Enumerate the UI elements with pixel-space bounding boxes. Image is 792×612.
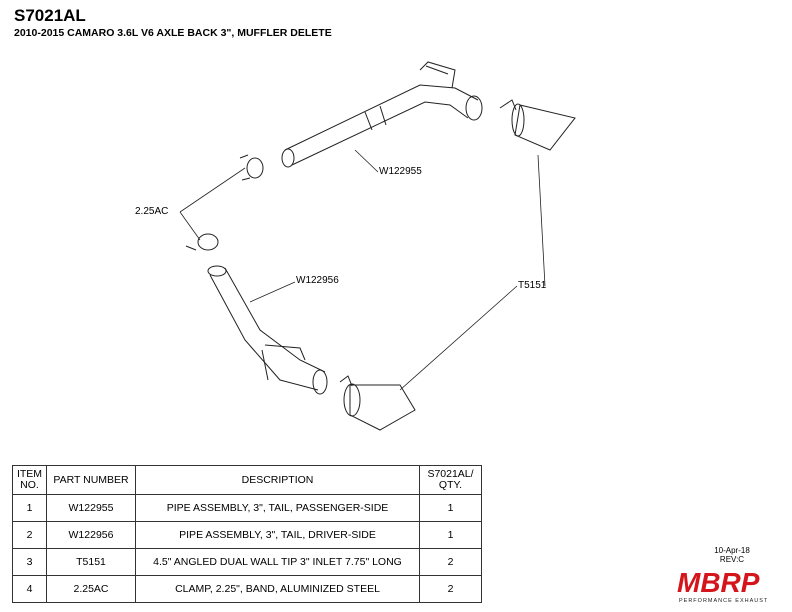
- cell-item: 2: [12, 521, 47, 549]
- cell-part: W122955: [46, 494, 136, 522]
- callout-driver-pipe: W122956: [296, 275, 339, 286]
- driver-pipe-assembly: [207, 265, 328, 395]
- cell-desc: CLAMP, 2.25", BAND, ALUMINIZED STEEL: [135, 575, 420, 603]
- cell-qty: 1: [419, 521, 482, 549]
- cell-item: 3: [12, 548, 47, 576]
- cell-qty: 2: [419, 575, 482, 603]
- cell-desc: 4.5" ANGLED DUAL WALL TIP 3" INLET 7.75"…: [135, 548, 420, 576]
- driver-tip: [339, 375, 416, 431]
- callout-tip: T5151: [518, 280, 547, 291]
- mbrp-logo: MBRP PERFORMANCE EXHAUST: [677, 567, 768, 604]
- callout-passenger-pipe: W122955: [379, 166, 422, 177]
- cell-qty: 1: [419, 494, 482, 522]
- header-item: ITEM NO.: [12, 465, 47, 495]
- table-row: 2 W122956 PIPE ASSEMBLY, 3", TAIL, DRIVE…: [12, 521, 482, 549]
- cell-part: T5151: [46, 548, 136, 576]
- cell-desc: PIPE ASSEMBLY, 3", TAIL, DRIVER-SIDE: [135, 521, 420, 549]
- passenger-pipe-assembly: [281, 61, 483, 168]
- cell-desc: PIPE ASSEMBLY, 3", TAIL, PASSENGER-SIDE: [135, 494, 420, 522]
- cell-item: 1: [12, 494, 47, 522]
- header-part-number: PART NUMBER: [46, 465, 136, 495]
- bill-of-materials: ITEM NO. PART NUMBER DESCRIPTION S7021AL…: [12, 465, 482, 603]
- cell-qty: 2: [419, 548, 482, 576]
- revision-date: 10-Apr-18: [714, 546, 750, 555]
- cell-part: 2.25AC: [46, 575, 136, 603]
- revision-code: REV:C: [719, 555, 745, 564]
- part-subtitle: 2010-2015 CAMARO 3.6L V6 AXLE BACK 3", M…: [14, 27, 332, 39]
- cell-part: W122956: [46, 521, 136, 549]
- table-row: 4 2.25AC CLAMP, 2.25", BAND, ALUMINIZED …: [12, 575, 482, 603]
- clamp-lower: [185, 233, 219, 251]
- table-row: 3 T5151 4.5" ANGLED DUAL WALL TIP 3" INL…: [12, 548, 482, 576]
- exploded-diagram: [179, 61, 576, 431]
- logo-brand: MBRP: [677, 567, 760, 598]
- table-row: 1 W122955 PIPE ASSEMBLY, 3", TAIL, PASSE…: [12, 494, 482, 522]
- header-description: DESCRIPTION: [135, 465, 420, 495]
- revision-block: 10-Apr-18 REV:C: [712, 546, 752, 564]
- passenger-tip: [499, 99, 576, 151]
- cell-item: 4: [12, 575, 47, 603]
- header-qty: S7021AL/ QTY.: [419, 465, 482, 495]
- part-title: S7021AL: [14, 6, 86, 25]
- callout-clamp: 2.25AC: [135, 206, 169, 217]
- clamp-upper: [239, 154, 264, 181]
- table-header-row: ITEM NO. PART NUMBER DESCRIPTION S7021AL…: [12, 465, 482, 495]
- leader-lines: [179, 149, 546, 391]
- logo-tagline: PERFORMANCE EXHAUST: [679, 598, 768, 604]
